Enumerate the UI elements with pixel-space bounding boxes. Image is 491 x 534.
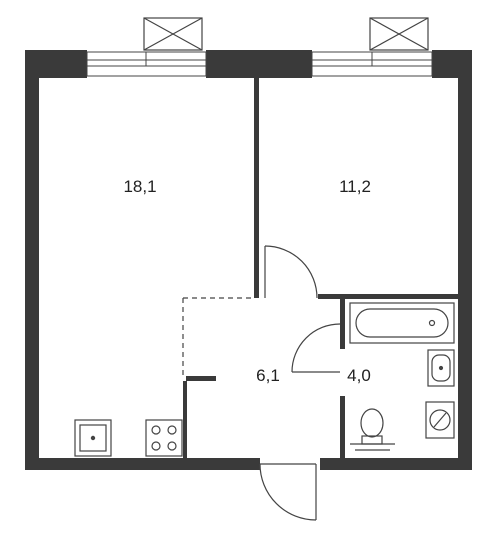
toilet-icon [350, 408, 395, 451]
room-1-area-label: 18,1 [123, 177, 156, 196]
balcony-box-right [369, 17, 429, 51]
washing-machine-icon [425, 401, 455, 439]
outer-walls [25, 50, 472, 470]
room-2-area-label: 11,2 [339, 177, 371, 196]
sink-icon [74, 419, 112, 457]
bathtub-icon [349, 302, 455, 344]
window-left [86, 51, 207, 77]
window-right [311, 51, 433, 77]
washbasin-icon [427, 349, 455, 387]
door-bath [291, 323, 341, 373]
bath-area-label: 4,0 [347, 366, 371, 385]
dashed-partition [182, 297, 254, 376]
door-entrance [259, 463, 317, 521]
stove-icon [145, 419, 183, 457]
hall-area-label: 6,1 [256, 366, 280, 385]
interior-walls [183, 78, 458, 458]
balcony-box-left [143, 17, 203, 51]
door-room2 [264, 245, 318, 299]
